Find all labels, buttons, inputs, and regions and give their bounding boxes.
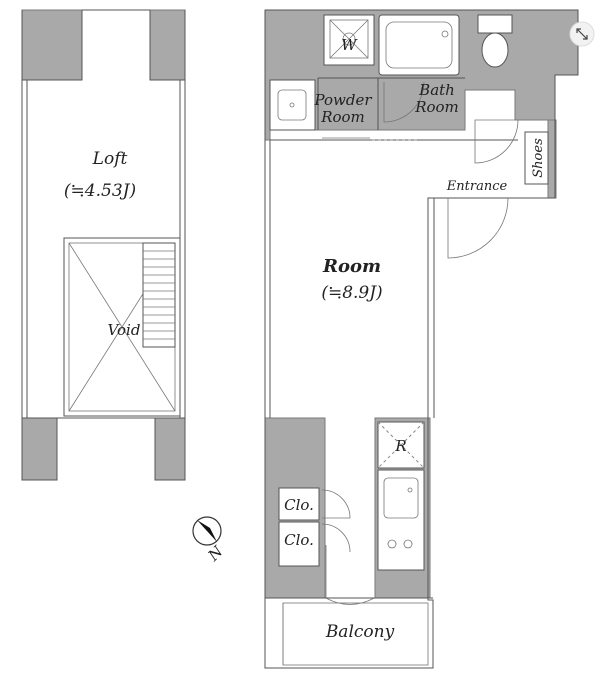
balcony-label: Balcony (325, 622, 395, 642)
washer-label: W (341, 36, 358, 54)
expand-button[interactable] (569, 21, 595, 47)
stairs (142, 242, 176, 348)
room-label: Room (322, 256, 381, 277)
fridge-label: R (394, 437, 406, 455)
shoes-label: Shoes (531, 138, 546, 178)
loft-area-label: (≒4.53J) (64, 181, 136, 201)
north-compass: N (192, 516, 227, 565)
bath-door-swing (383, 81, 425, 123)
toilet (477, 14, 513, 68)
bath-room-label-1: Bath (418, 81, 455, 99)
closets: Clo. Clo. (278, 487, 375, 605)
room-area-label: (≒8.9J) (321, 283, 382, 303)
powder-room-label-1: Powder (313, 91, 372, 109)
entrance-label: Entrance (446, 179, 508, 194)
loft-plan: Loft (≒4.53J) Void (21, 9, 186, 481)
entrance-door-swing (447, 197, 509, 259)
loft-label: Loft (92, 149, 128, 169)
washer-space: W (323, 14, 375, 66)
loft-wall-bottom-right (154, 417, 186, 481)
bath-room-label-2: Room (414, 98, 459, 116)
shoe-cabinet (524, 131, 549, 185)
balcony-area: Balcony (265, 597, 433, 666)
bathtub (378, 14, 460, 76)
closet-label-1: Clo. (284, 496, 314, 514)
fridge-space: R (377, 421, 425, 469)
loft-wall-top-right (149, 9, 186, 81)
loft-wall-bottom-left (21, 417, 58, 481)
expand-icon (576, 28, 588, 40)
main-floor-plan: W Shoes (264, 9, 579, 669)
powder-room-label-2: Room (320, 108, 365, 126)
kitchen-counter (377, 469, 425, 571)
loft-wall-top-left (21, 9, 83, 81)
powder-sink (269, 79, 316, 131)
closet-label-2: Clo. (284, 531, 314, 549)
void-label: Void (108, 321, 141, 339)
toilet-door-swing (474, 119, 519, 164)
